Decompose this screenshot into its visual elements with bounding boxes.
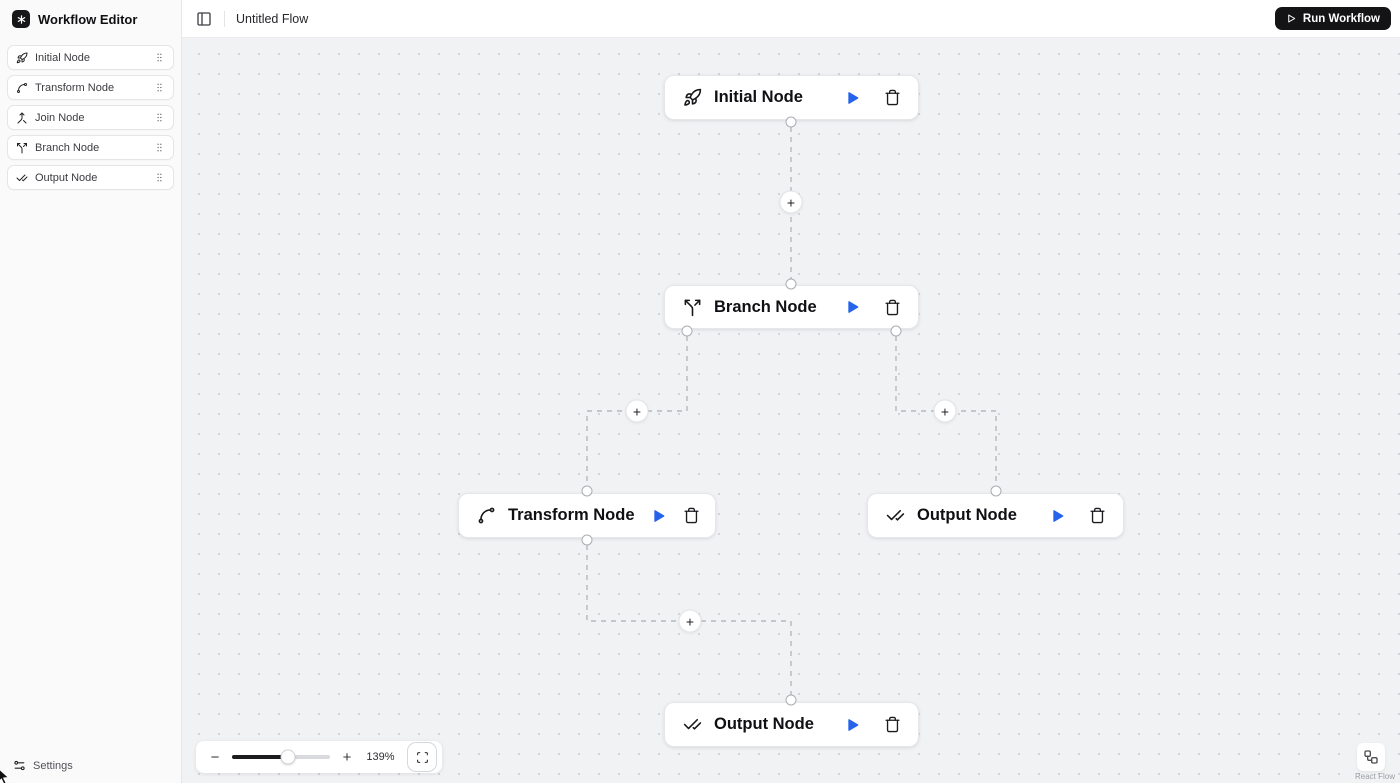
edge-add-node-button[interactable]: + — [779, 190, 803, 214]
node-handle[interactable] — [785, 278, 797, 290]
settings-label: Settings — [33, 759, 73, 772]
grip-icon[interactable] — [154, 52, 165, 63]
branch-node[interactable]: Branch Node — [664, 285, 919, 329]
sidebar-item-join-node[interactable]: Join Node — [7, 105, 174, 130]
node-handle[interactable] — [681, 325, 693, 337]
sidebar-item-output-node[interactable]: Output Node — [7, 165, 174, 190]
scan-icon — [416, 751, 429, 764]
split-icon — [683, 298, 702, 317]
delete-node-button[interactable] — [878, 293, 906, 321]
run-workflow-label: Run Workflow — [1302, 12, 1380, 25]
sidebar-node-list: Initial Node Transform Node Join Node Br… — [0, 38, 181, 197]
transform-node[interactable]: Transform Node — [458, 493, 716, 538]
delete-node-button[interactable] — [1083, 502, 1111, 530]
panel-left-icon — [196, 11, 212, 27]
zoom-controls: − + 139% — [196, 741, 442, 773]
app-title: Workflow Editor — [38, 11, 138, 27]
check-check-icon — [683, 715, 702, 734]
settings-icon — [13, 759, 26, 772]
edge-add-node-button[interactable]: + — [678, 609, 702, 633]
attribution-label: React Flow — [1354, 772, 1395, 781]
zoom-level-value: 139% — [366, 751, 395, 763]
node-handle[interactable] — [990, 485, 1002, 497]
run-node-button[interactable] — [838, 293, 866, 321]
zoom-slider-thumb[interactable] — [280, 749, 296, 765]
node-handle[interactable] — [785, 116, 797, 128]
grip-icon[interactable] — [154, 112, 165, 123]
node-handle[interactable] — [581, 485, 593, 497]
spline-icon — [477, 506, 496, 525]
delete-node-button[interactable] — [681, 502, 703, 530]
reactflow-icon — [1363, 749, 1379, 765]
split-icon — [16, 142, 28, 154]
zoom-slider[interactable] — [232, 749, 330, 765]
edges-layer — [586, 127, 997, 700]
check-check-icon — [16, 172, 28, 184]
sidebar: Workflow Editor Initial Node Transform N… — [0, 0, 182, 783]
header-divider — [224, 10, 225, 27]
rocket-icon — [683, 88, 702, 107]
zoom-out-button[interactable]: − — [208, 749, 222, 766]
edge-add-node-button[interactable]: + — [933, 399, 957, 423]
node-handle[interactable] — [785, 694, 797, 706]
delete-node-button[interactable] — [878, 711, 906, 739]
run-node-button[interactable] — [1043, 502, 1071, 530]
check-check-icon — [886, 506, 905, 525]
sidebar-item-branch-node[interactable]: Branch Node — [7, 135, 174, 160]
sidebar-header: Workflow Editor — [0, 0, 181, 38]
delete-node-button[interactable] — [878, 84, 906, 112]
grip-icon[interactable] — [154, 142, 165, 153]
run-node-button[interactable] — [838, 711, 866, 739]
merge-icon — [16, 112, 28, 124]
rocket-icon — [16, 51, 28, 64]
sidebar-item-transform-node[interactable]: Transform Node — [7, 75, 174, 100]
grip-icon[interactable] — [154, 172, 165, 183]
node-handle[interactable] — [890, 325, 902, 337]
workflow-logo-icon — [12, 10, 30, 28]
top-toolbar: Untitled Flow Run Workflow — [182, 0, 1400, 38]
run-node-button[interactable] — [838, 84, 866, 112]
attribution: React Flow — [1355, 743, 1396, 781]
grip-icon[interactable] — [154, 82, 165, 93]
sidebar-toggle-button[interactable] — [191, 6, 217, 32]
play-outline-icon — [1286, 13, 1297, 24]
zoom-in-button[interactable]: + — [340, 749, 354, 766]
reactflow-logo-button[interactable] — [1357, 743, 1385, 771]
flow-title: Untitled Flow — [236, 11, 309, 26]
flow-canvas[interactable]: − + 139% React Flow Initial Node Branch … — [182, 38, 1400, 783]
node-handle[interactable] — [581, 534, 593, 546]
settings-button[interactable]: Settings — [0, 748, 181, 783]
output-node-right[interactable]: Output Node — [867, 493, 1124, 538]
edge-add-node-button[interactable]: + — [625, 399, 649, 423]
run-node-button[interactable] — [647, 502, 669, 530]
zoom-slider-fill — [232, 755, 288, 759]
output-node-bottom[interactable]: Output Node — [664, 702, 919, 747]
initial-node[interactable]: Initial Node — [664, 75, 919, 120]
run-workflow-button[interactable]: Run Workflow — [1274, 7, 1391, 30]
fit-view-button[interactable] — [407, 742, 437, 772]
sidebar-item-initial-node[interactable]: Initial Node — [7, 45, 174, 70]
spline-icon — [16, 82, 28, 94]
